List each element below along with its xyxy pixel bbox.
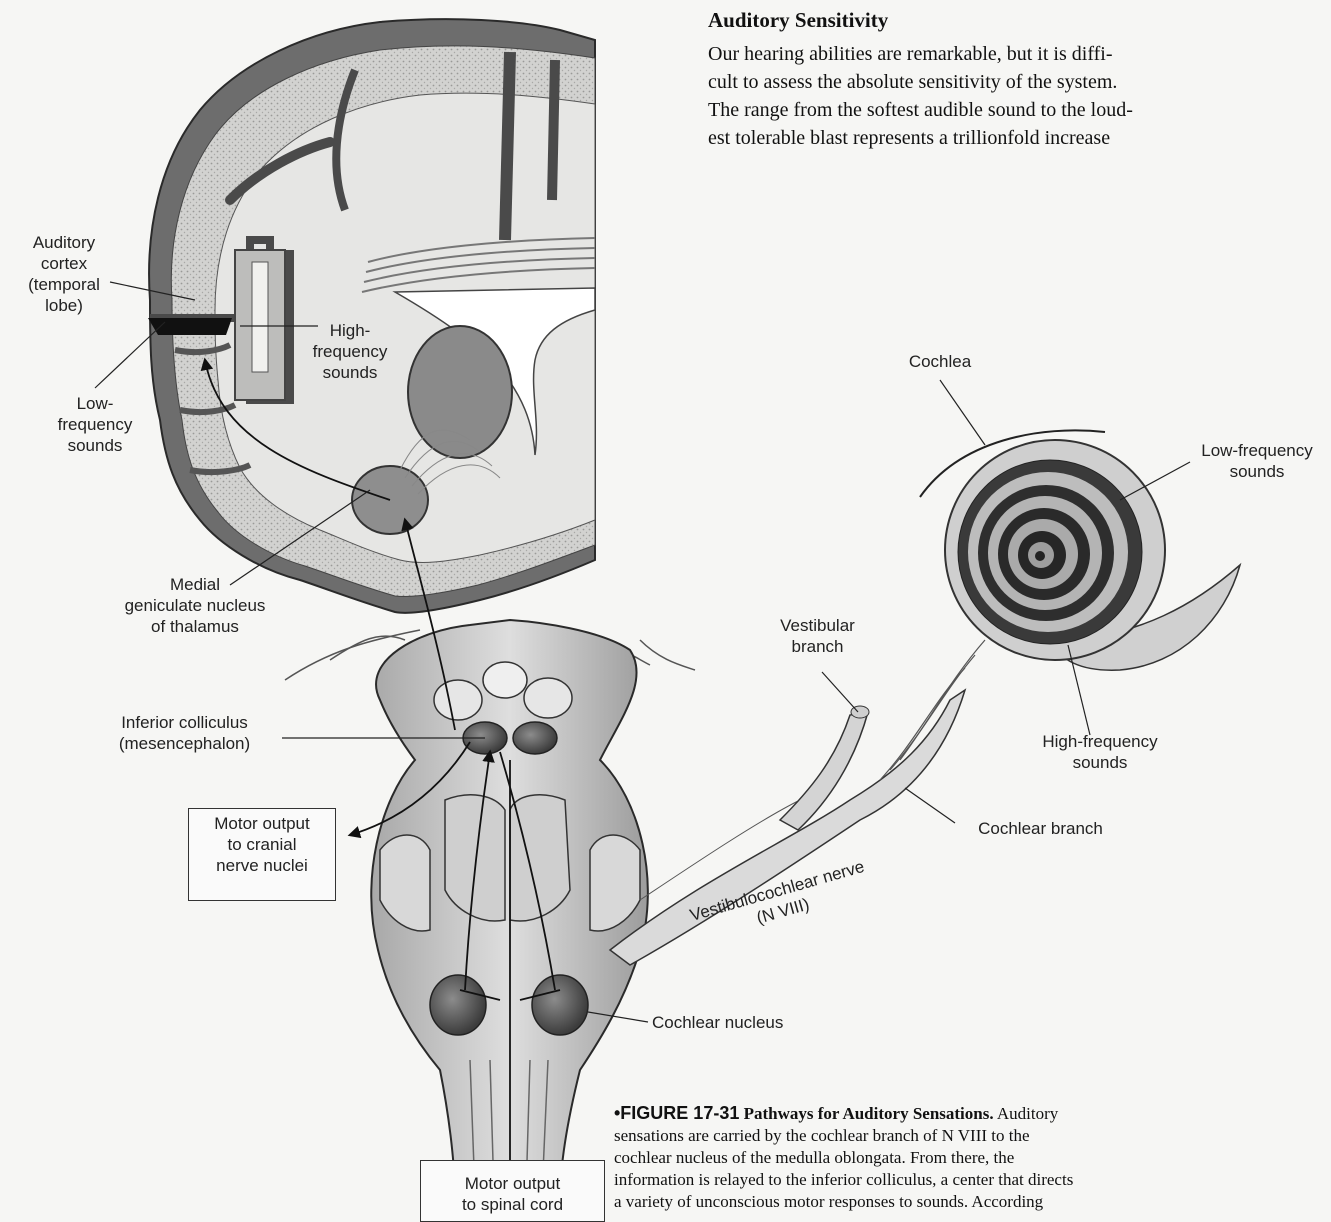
label-high-frequency-cochlea: High-frequency sounds [1020,731,1180,773]
box-line: to cranial [189,834,335,855]
label-line: Vestibular [760,615,875,636]
label-inferior-colliculus: Inferior colliculus (mesencephalon) [92,712,277,754]
label-line: sounds [300,362,400,383]
label-line: branch [760,636,875,657]
label-line: of thalamus [95,616,295,637]
caption-line: sensations are carried by the cochlear b… [614,1125,1331,1147]
label-low-frequency-cochlea: Low-frequency sounds [1183,440,1331,482]
caption-line: information is relayed to the inferior c… [614,1169,1331,1191]
label-line: frequency [40,414,150,435]
label-line: (mesencephalon) [92,733,277,754]
label-line: sounds [1183,461,1331,482]
label-auditory-cortex: Auditory cortex (temporal lobe) [14,232,114,316]
label-line: lobe) [14,295,114,316]
paragraph-line: cult to assess the absolute sensitivity … [708,68,1331,96]
figure-title: Pathways for Auditory Sensations. [744,1104,994,1123]
motor-output-cranial-box: Motor output to cranial nerve nuclei [188,808,336,901]
label-line: frequency [300,341,400,362]
box-line: Motor output [189,813,335,834]
box-line: nerve nuclei [189,855,335,876]
label-high-frequency-cortex: High- frequency sounds [300,320,400,383]
body-paragraph: Our hearing abilities are remarkable, bu… [708,40,1331,152]
section-heading: Auditory Sensitivity [708,8,888,33]
label-line: cortex [14,253,114,274]
box-line: Motor output [421,1173,604,1194]
figure-number: •FIGURE 17-31 [614,1103,739,1123]
label-line: High-frequency [1020,731,1180,752]
label-line: Auditory [14,232,114,253]
label-line: (temporal [14,274,114,295]
paragraph-line: est tolerable blast represents a trillio… [708,124,1331,152]
label-line: Low- [40,393,150,414]
caption-first-line-rest: Auditory [997,1104,1058,1123]
label-line: Medial [95,574,295,595]
box-line: to spinal cord [421,1194,604,1215]
label-cochlea: Cochlea [890,351,990,372]
label-medial-geniculate: Medial geniculate nucleus of thalamus [95,574,295,637]
label-line: Inferior colliculus [92,712,277,733]
label-cochlear-nucleus: Cochlear nucleus [652,1012,827,1033]
label-line: sounds [1020,752,1180,773]
label-line: Low-frequency [1183,440,1331,461]
brain-section [148,19,595,613]
label-line: sounds [40,435,150,456]
label-line: geniculate nucleus [95,595,295,616]
label-vestibular-branch: Vestibular branch [760,615,875,657]
label-line: High- [300,320,400,341]
label-low-frequency-cortex: Low- frequency sounds [40,393,150,456]
paragraph-line: Our hearing abilities are remarkable, bu… [708,40,1331,68]
caption-line: cochlear nucleus of the medulla oblongat… [614,1147,1331,1169]
caption-first-line: •FIGURE 17-31 Pathways for Auditory Sens… [614,1102,1331,1125]
figure-caption: •FIGURE 17-31 Pathways for Auditory Sens… [614,1102,1331,1213]
label-cochlear-branch: Cochlear branch [958,818,1123,839]
paragraph-line: The range from the softest audible sound… [708,96,1331,124]
motor-output-spinal-box: Motor output to spinal cord [420,1160,605,1222]
caption-line: a variety of unconscious motor responses… [614,1191,1331,1213]
